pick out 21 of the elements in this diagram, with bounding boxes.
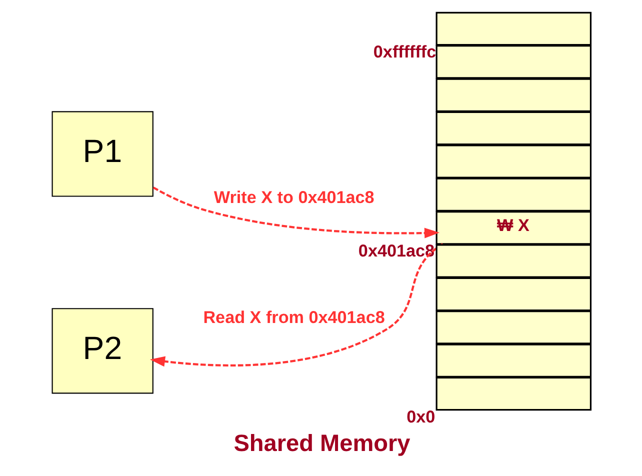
caption: Shared Memory bbox=[233, 430, 410, 456]
node-box bbox=[435, 45, 592, 79]
node-box bbox=[435, 376, 592, 411]
node-box bbox=[435, 310, 592, 344]
node-box bbox=[435, 78, 592, 112]
node-label: 0x401ac8 bbox=[358, 242, 434, 261]
node-label: 0xffffffc bbox=[372, 42, 436, 62]
node-label: 0x0 bbox=[406, 407, 435, 426]
node-box: P1 bbox=[51, 111, 153, 197]
arrow bbox=[152, 186, 439, 238]
node-box bbox=[435, 178, 592, 212]
node-box bbox=[435, 244, 592, 278]
node-box: P2 bbox=[51, 308, 153, 394]
node-box bbox=[435, 144, 592, 178]
edge-label: Write X to 0x401ac8 bbox=[213, 188, 374, 207]
node-box: ₩ X bbox=[435, 210, 592, 245]
node-box bbox=[435, 277, 592, 312]
node-box bbox=[435, 111, 592, 146]
edge-label: Read X from 0x401ac8 bbox=[202, 308, 384, 327]
node-box bbox=[435, 344, 592, 378]
node-box bbox=[435, 12, 592, 46]
